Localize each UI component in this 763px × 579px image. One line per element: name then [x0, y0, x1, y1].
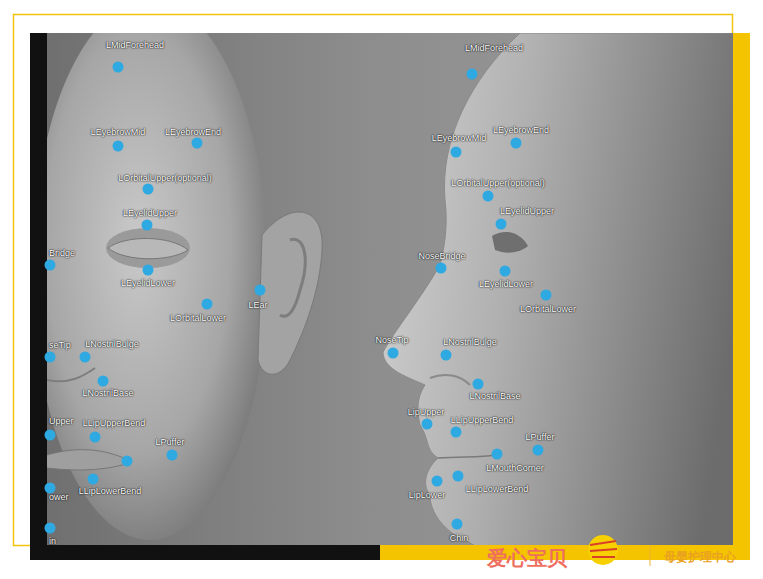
profile-nostril	[430, 375, 470, 385]
profile-eye	[492, 232, 528, 253]
landmark-dot	[511, 138, 522, 149]
landmark-dot	[90, 432, 101, 443]
nostril-line	[47, 368, 95, 381]
landmark-dot	[388, 348, 399, 359]
profile-head	[383, 33, 733, 545]
landmark-label: LOrbitalUpper(optional)	[451, 179, 545, 188]
landmark-label: LNostrilBase	[82, 389, 133, 398]
landmark-label: LEyebrowEnd	[165, 128, 221, 137]
landmark-label: LipUpper	[408, 408, 445, 417]
landmark-dot	[45, 260, 56, 271]
landmark-dot	[473, 379, 484, 390]
landmark-dot	[80, 352, 91, 363]
landmark-label: LPuffer	[156, 438, 185, 447]
mouth	[47, 450, 132, 470]
profile-mouth	[438, 455, 495, 458]
ear-fold	[280, 239, 305, 316]
landmark-label: LNostrilBulge	[85, 340, 139, 349]
landmark-dot	[453, 471, 464, 482]
eyelid	[108, 238, 188, 258]
landmark-dot	[192, 138, 203, 149]
landmark-label: LEar	[248, 301, 267, 310]
landmark-label: LEyelidLower	[479, 280, 533, 289]
landmark-label: Bridge	[49, 249, 75, 258]
landmark-dot	[142, 220, 153, 231]
landmark-dot	[143, 265, 154, 276]
black-strip	[30, 545, 380, 560]
landmark-dot	[533, 445, 544, 456]
landmark-label: LMouthCorner	[486, 464, 544, 473]
divider	[650, 546, 651, 566]
landmark-dot	[467, 69, 478, 80]
landmark-label: LEyebrowEnd	[493, 126, 549, 135]
landmark-label: seTip	[49, 341, 71, 350]
ear	[258, 212, 322, 374]
landmark-label: LEyebrowMid	[91, 128, 146, 137]
landmark-label: Chin	[450, 534, 469, 543]
landmark-dot	[492, 449, 503, 460]
landmark-dot	[122, 456, 133, 467]
landmark-dot	[441, 350, 452, 361]
landmark-dot	[113, 141, 124, 152]
landmark-dot	[541, 290, 552, 301]
landmark-dot	[483, 191, 494, 202]
landmark-dot	[88, 474, 99, 485]
landmark-dot	[167, 450, 178, 461]
landmark-label: LMidForehead	[465, 44, 523, 53]
landmark-label: LLipUpperBend	[83, 419, 146, 428]
landmark-dot	[452, 519, 463, 530]
landmark-dot	[143, 184, 154, 195]
landmark-label: LOrbitalUpper(optional)	[118, 174, 212, 183]
landmark-dot	[436, 263, 447, 274]
landmark-label: LOrbitalLower	[170, 314, 226, 323]
landmark-dot	[113, 62, 124, 73]
landmark-dot	[496, 219, 507, 230]
landmark-label: Upper	[49, 417, 74, 426]
landmark-dot	[45, 523, 56, 534]
landmark-dots	[45, 62, 552, 534]
landmark-dot	[451, 427, 462, 438]
landmark-label: LLipUpperBend	[451, 416, 514, 425]
front-head	[32, 33, 268, 540]
landmark-label: LipLower	[409, 491, 446, 500]
landmark-dot	[255, 285, 266, 296]
landmark-label: LLipLowerBend	[79, 487, 142, 496]
landmark-label: LEyelidUpper	[500, 207, 554, 216]
landmark-dot	[451, 147, 462, 158]
logo	[588, 535, 618, 565]
logo-rays	[590, 541, 617, 557]
landmark-dot	[500, 266, 511, 277]
landmark-label: LPuffer	[526, 433, 555, 442]
watermark: 爱心宝贝	[487, 548, 567, 568]
landmark-label: LOrbitalLower	[520, 305, 576, 314]
landmark-label: in	[49, 537, 56, 546]
yellow-band	[733, 33, 750, 560]
landmark-dot	[432, 476, 443, 487]
landmark-label: LEyelidLower	[121, 279, 175, 288]
landmark-dot	[422, 419, 433, 430]
landmark-label: LMidForehead	[106, 41, 164, 50]
landmark-label: LNostrilBase	[469, 392, 520, 401]
landmark-label: LLipLowerBend	[466, 485, 529, 494]
landmark-dot	[45, 352, 56, 363]
eye-socket	[106, 228, 190, 268]
watermark: 母婴护理中心	[664, 551, 736, 563]
landmark-dot	[98, 376, 109, 387]
landmark-label: LEyelidUpper	[123, 209, 177, 218]
logo-circle	[588, 535, 618, 565]
landmark-label: ower	[49, 493, 69, 502]
landmark-label: NoseBridge	[418, 252, 465, 261]
landmark-dot	[45, 430, 56, 441]
landmark-label: NoseTip	[375, 336, 408, 345]
heads	[32, 33, 733, 545]
black-strip	[30, 33, 47, 545]
landmark-label: LEyebrowMid	[432, 134, 487, 143]
landmark-dot	[202, 299, 213, 310]
landmark-label: LNostrilBulge	[443, 338, 497, 347]
